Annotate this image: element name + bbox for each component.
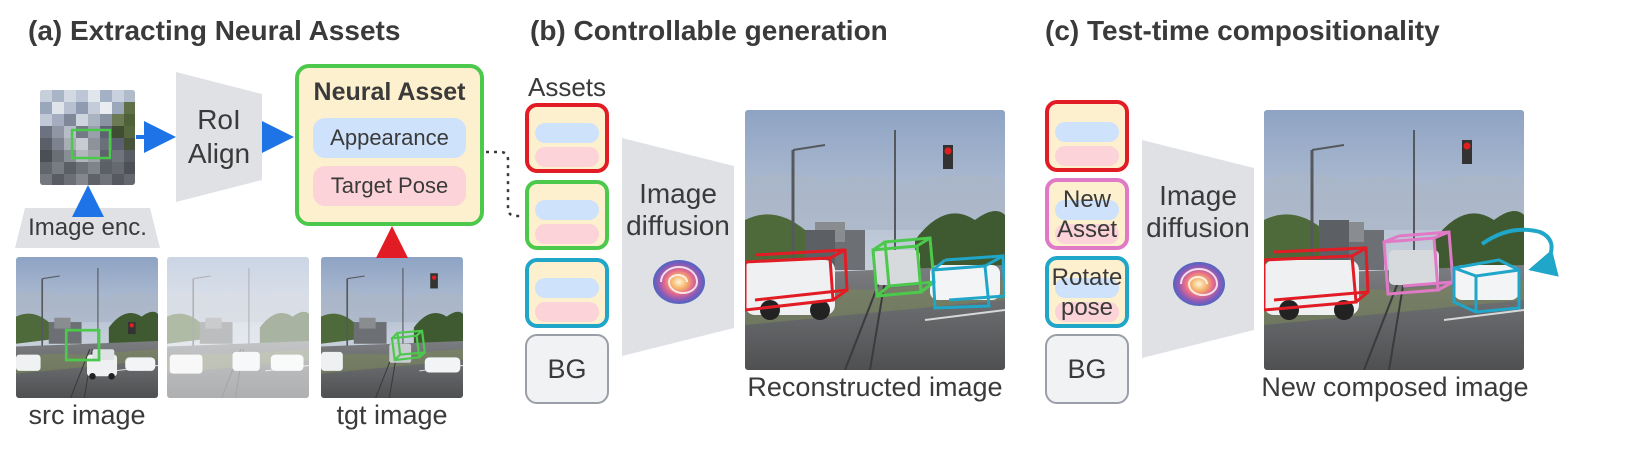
new-asset-line1: New [1062, 186, 1111, 213]
faded-background-image [167, 257, 309, 398]
asset-card-cyan [525, 258, 609, 328]
panel-b-heading: (b) Controllable generation [530, 15, 888, 46]
asset-pose-pill [535, 302, 599, 322]
image-diffusion-block-b [622, 138, 734, 356]
panel-a-heading: (a) Extracting Neural Assets [28, 15, 401, 46]
roi-align-label: RoI Align [176, 103, 262, 171]
target-pose-pill: Target Pose [313, 166, 466, 206]
rotate-arrow-icon [1480, 227, 1559, 277]
new-asset-line2: Asset [1056, 216, 1118, 243]
diffusion-line2: diffusion [626, 210, 730, 241]
assets-label: Assets [527, 72, 607, 102]
bg-card-c: BG [1045, 334, 1129, 404]
appearance-pill: Appearance [313, 118, 466, 158]
asset-appearance-pill [535, 123, 599, 143]
src-image [16, 257, 158, 398]
tgt-image-caption: tgt image [336, 400, 448, 430]
new-composed-image [1264, 110, 1524, 370]
new-composed-image-caption: New composed image [1261, 372, 1529, 402]
roi-align-block [176, 72, 262, 202]
asset-pose-pill [535, 224, 599, 244]
asset-appearance-pill [1055, 122, 1119, 142]
image-encoder-block [15, 208, 160, 248]
diffusion-line2: diffusion [1146, 212, 1250, 243]
rotate-pose-card: Rotate pose [1045, 256, 1129, 328]
new-asset-card: New Asset [1045, 178, 1129, 250]
asset-pose-pill [535, 147, 599, 167]
asset-pose-pill [1055, 146, 1119, 166]
asset-connector-dotted [486, 150, 524, 218]
neural-asset-title: Neural Asset [313, 78, 466, 106]
asset-appearance-pill [535, 278, 599, 298]
diffusion-line1: Image [1159, 180, 1237, 211]
rotate-pose-line2: pose [1060, 294, 1114, 321]
neural-asset-box: Neural Asset Appearance Target Pose [295, 64, 484, 226]
asset-appearance-pill [1055, 200, 1119, 220]
diffusion-swirl-icon [1173, 262, 1225, 306]
reconstructed-image [745, 110, 1005, 370]
image-diffusion-label-b: Image diffusion [622, 178, 734, 242]
reconstructed-image-caption: Reconstructed image [747, 372, 1003, 402]
image-diffusion-label-c: Image diffusion [1142, 180, 1254, 244]
asset-pose-pill [1055, 224, 1119, 244]
asset-appearance-pill [1055, 278, 1119, 298]
rotate-pose-line1: Rotate [1051, 264, 1123, 291]
asset-card-green [525, 180, 609, 250]
src-image-caption: src image [28, 400, 146, 430]
image-diffusion-block-c [1142, 140, 1254, 358]
roi-align-line2: Align [187, 138, 251, 169]
roi-align-line1: RoI [197, 104, 241, 135]
asset-card-red [525, 103, 609, 173]
panel-c-heading: (c) Test-time compositionality [1045, 15, 1440, 46]
image-encoder-label: Image enc. [28, 214, 147, 241]
asset-appearance-pill [535, 200, 599, 220]
asset-card-red-c [1045, 100, 1129, 172]
tgt-image [321, 257, 463, 398]
asset-pose-pill [1055, 302, 1119, 322]
diffusion-swirl-icon [653, 260, 705, 304]
bg-card-b: BG [525, 334, 609, 404]
diffusion-line1: Image [639, 178, 717, 209]
pixelated-crop-image [40, 90, 135, 185]
